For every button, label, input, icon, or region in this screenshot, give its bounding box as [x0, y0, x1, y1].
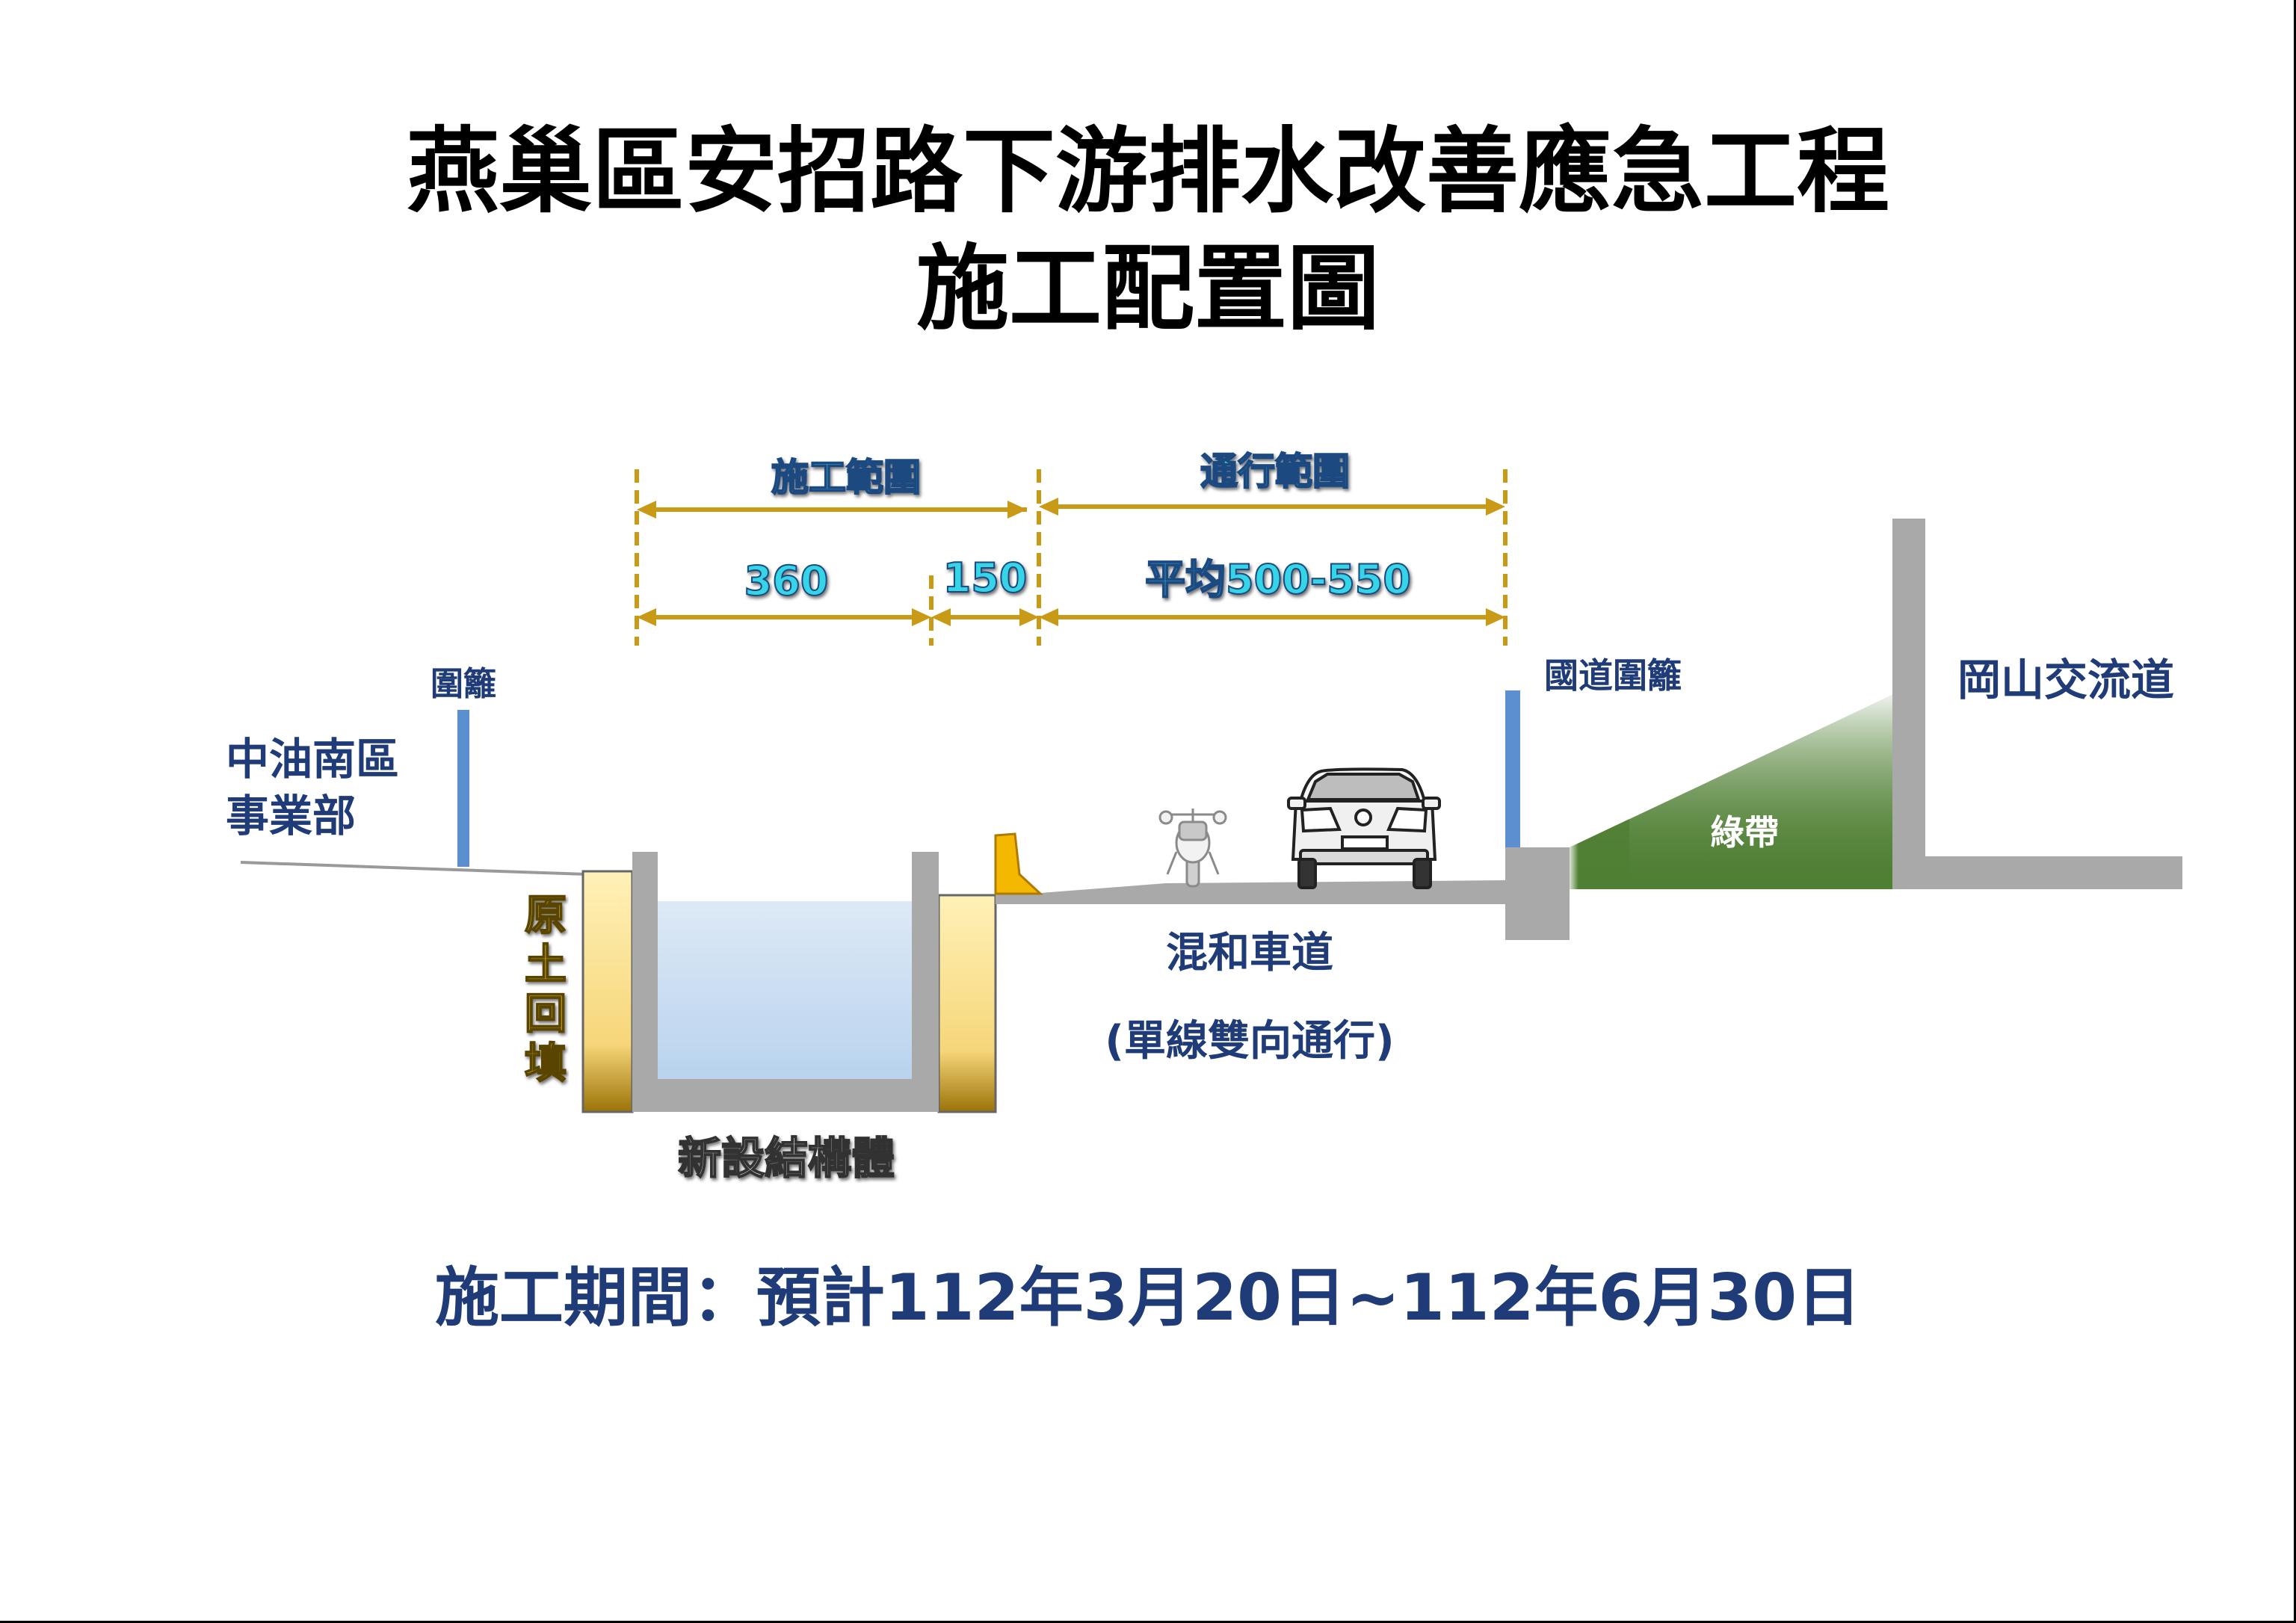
page-border-bottom	[0, 1621, 2296, 1623]
width-360-label: 360	[744, 557, 829, 605]
width-150-label: 150	[943, 554, 1028, 602]
mixed-lane-road	[996, 880, 1505, 904]
new-structure	[581, 852, 997, 1113]
freeway-fence-label: 國道圍籬	[1544, 655, 1682, 696]
freeway-wall-base	[1505, 847, 1570, 940]
fence-label: 圍籬	[430, 665, 496, 703]
interchange-road	[1925, 856, 2182, 889]
lane-label-line-2: (單線雙向通行)	[1105, 1017, 1394, 1066]
traffic-range-label: 通行範圍	[1200, 450, 1350, 493]
width-average-label: 平均500-550	[1145, 556, 1411, 603]
dimension-guides	[635, 469, 1507, 646]
interchange-wall	[1892, 519, 1925, 889]
cpc-label-line-2: 事業部	[226, 791, 356, 841]
backfill-char-4: 填	[525, 1039, 567, 1088]
cpc-label-line-1: 中油南區	[226, 734, 399, 785]
backfill-char-3: 回	[525, 990, 567, 1039]
left-backfill	[581, 870, 634, 1113]
lane-label-line-1: 混和車道	[1166, 929, 1333, 977]
page-border-right	[2294, 0, 2296, 1623]
traffic-barrier	[994, 832, 1043, 895]
u-channel-concrete	[632, 852, 939, 1112]
construction-period: 施工期間：預計112年3月20日~112年6月30日	[435, 1261, 1861, 1335]
title-line-2: 施工配置圖	[916, 235, 1380, 343]
freeway-fence-post	[1505, 690, 1520, 847]
construction-range-label: 施工範圍	[771, 456, 921, 499]
backfill-char-1: 原	[525, 891, 567, 940]
channel-water	[658, 901, 912, 1079]
interchange-label: 岡山交流道	[1957, 655, 2174, 705]
motorcycle-icon	[1158, 809, 1227, 888]
green-belt-slope	[1570, 695, 1892, 889]
backfill-char-2: 土	[525, 941, 567, 989]
car-icon	[1287, 767, 1441, 889]
dimension-arrows	[637, 498, 1505, 626]
left-ground-line	[240, 861, 587, 876]
title-line-1: 燕巢區安招路下游排水改善應急工程	[406, 118, 1889, 226]
structure-label: 新設結構體	[678, 1133, 895, 1184]
green-belt-label: 綠帶	[1710, 812, 1779, 853]
right-backfill	[937, 894, 997, 1113]
left-fence-post	[457, 710, 469, 867]
